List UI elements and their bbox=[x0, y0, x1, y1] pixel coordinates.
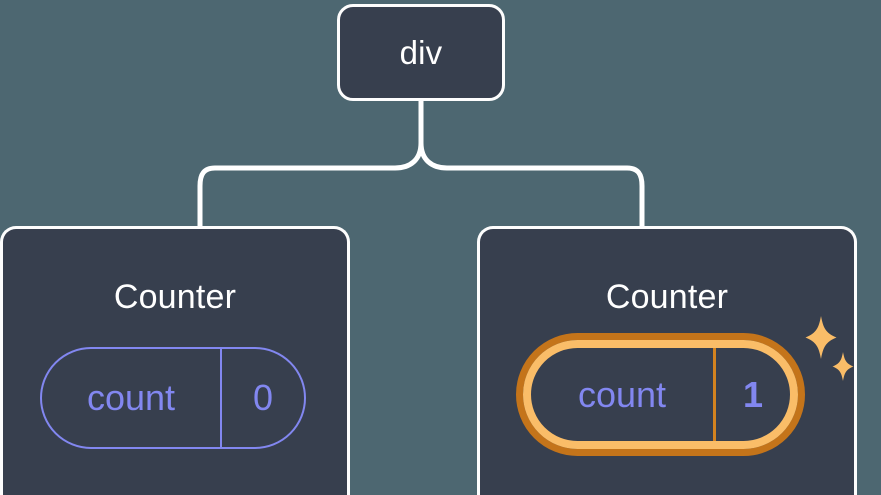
state-pill-right-key: count bbox=[577, 373, 667, 415]
state-pill-left-divider bbox=[220, 349, 222, 447]
state-pill-left-key: count bbox=[86, 377, 176, 418]
node-counter-left-title: Counter bbox=[113, 278, 237, 316]
state-pill-left-value: 0 bbox=[252, 377, 274, 418]
state-pill-right-inner-ring: count 1 bbox=[523, 340, 798, 449]
node-counter-right-title: Counter bbox=[605, 278, 729, 316]
node-root-label: div bbox=[399, 34, 443, 71]
state-pill-left-wrapper: count 0 bbox=[40, 347, 306, 449]
connector-branch-left bbox=[197, 140, 424, 229]
state-pill-count-right[interactable]: count 1 bbox=[516, 333, 805, 456]
node-root-div[interactable]: div bbox=[337, 4, 505, 101]
state-pill-count-left[interactable]: count 0 bbox=[40, 347, 306, 449]
connector-branch-right bbox=[418, 140, 645, 229]
state-pill-right-value: 1 bbox=[742, 373, 764, 415]
state-pill-right-divider bbox=[713, 348, 716, 441]
state-pill-right-wrapper: count 1 bbox=[516, 333, 805, 456]
